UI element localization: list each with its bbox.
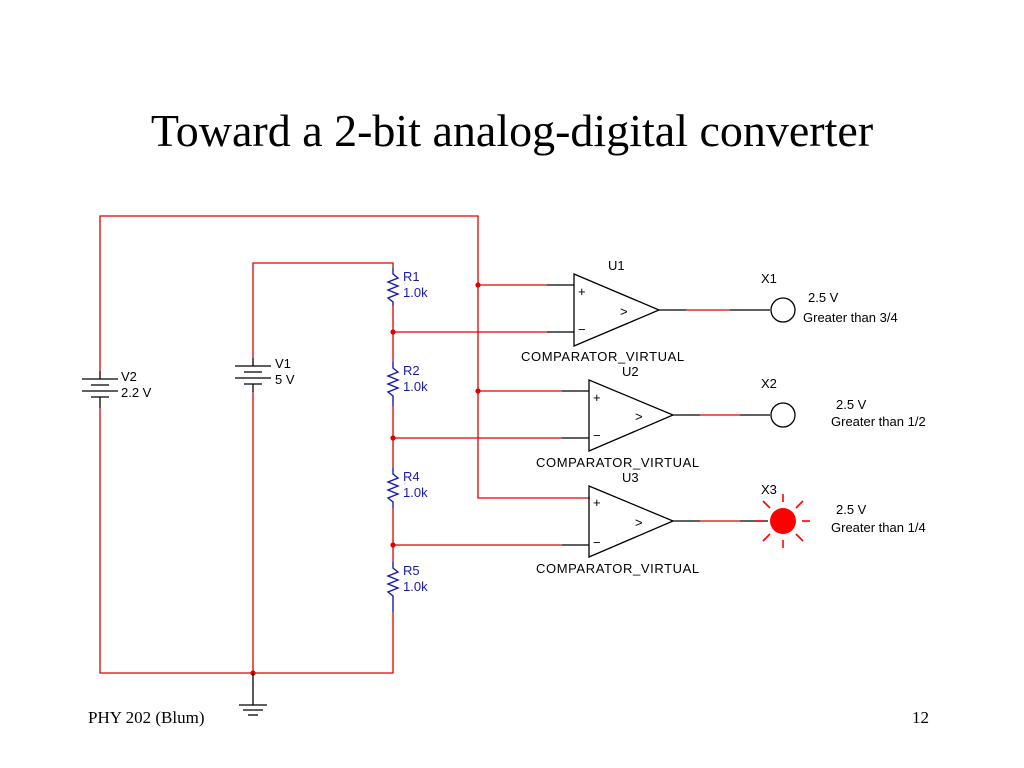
indicator-x2: X2 2.5 V Greater than 1/2 <box>761 376 926 429</box>
wire-v2-top <box>99 215 590 499</box>
u1-ref: U1 <box>608 258 625 273</box>
x2-voltage: 2.5 V <box>836 397 867 412</box>
resistor-r2: R2 1.0k <box>386 362 428 406</box>
u3-plus-sign: + <box>593 495 601 510</box>
u3-minus-sign: − <box>593 535 601 550</box>
wiring <box>99 215 740 676</box>
junction-dot <box>475 388 481 394</box>
u2-ref: U2 <box>622 364 639 379</box>
wire-v2-bottom <box>99 408 394 674</box>
wire-v1-top <box>252 262 394 358</box>
x3-label: Greater than 1/4 <box>831 520 926 535</box>
page-number: 12 <box>912 708 929 727</box>
battery-v2: V2 2.2 V <box>82 369 152 408</box>
u1-minus-sign: − <box>578 322 586 337</box>
junction-dot <box>390 542 396 548</box>
u2-plus-sign: + <box>593 390 601 405</box>
v1-value: 5 V <box>275 372 295 387</box>
lamp-off-icon <box>770 297 796 323</box>
x1-ref: X1 <box>761 271 777 286</box>
lamp-on-icon <box>756 494 810 548</box>
r5-value: 1.0k <box>403 579 428 594</box>
resistor-r4: R4 1.0k <box>386 468 428 508</box>
u1-symbol: > <box>620 304 628 319</box>
r4-value: 1.0k <box>403 485 428 500</box>
u1-plus-sign: + <box>578 284 586 299</box>
junction-dot <box>475 282 481 288</box>
u3-part: COMPARATOR_VIRTUAL <box>536 561 700 576</box>
resistor-r5: R5 1.0k <box>386 562 428 612</box>
u2-minus-sign: − <box>593 428 601 443</box>
x1-voltage: 2.5 V <box>808 290 839 305</box>
indicator-x1: X1 2.5 V Greater than 3/4 <box>761 271 898 325</box>
x3-voltage: 2.5 V <box>836 502 867 517</box>
x1-label: Greater than 3/4 <box>803 310 898 325</box>
r2-value: 1.0k <box>403 379 428 394</box>
x2-ref: X2 <box>761 376 777 391</box>
comparator-u3: + − > U3 COMPARATOR_VIRTUAL <box>536 470 768 576</box>
r1-ref: R1 <box>403 269 420 284</box>
u3-ref: U3 <box>622 470 639 485</box>
slide-title: Toward a 2-bit analog-digital converter <box>150 105 874 156</box>
junction-dot <box>390 435 396 441</box>
indicator-x3: X3 2.5 V Greater than 1/4 <box>756 482 926 548</box>
v2-value: 2.2 V <box>121 385 152 400</box>
r2-ref: R2 <box>403 363 420 378</box>
resistor-r1: R1 1.0k <box>386 268 428 306</box>
v1-ref: V1 <box>275 356 291 371</box>
r5-ref: R5 <box>403 563 420 578</box>
lamp-off-icon <box>770 402 796 428</box>
u3-symbol: > <box>635 515 643 530</box>
ground-symbol <box>239 673 267 716</box>
u1-part: COMPARATOR_VIRTUAL <box>521 349 685 364</box>
x2-label: Greater than 1/2 <box>831 414 926 429</box>
u2-part: COMPARATOR_VIRTUAL <box>536 455 700 470</box>
junction-dot <box>390 329 396 335</box>
x3-ref: X3 <box>761 482 777 497</box>
r1-value: 1.0k <box>403 285 428 300</box>
comparator-u1: + − > U1 COMPARATOR_VIRTUAL <box>521 258 770 364</box>
r4-ref: R4 <box>403 469 420 484</box>
u2-symbol: > <box>635 409 643 424</box>
v2-ref: V2 <box>121 369 137 384</box>
battery-v1: V1 5 V <box>235 356 295 392</box>
footer-course: PHY 202 (Blum) <box>88 708 205 727</box>
comparator-u2: + − > U2 COMPARATOR_VIRTUAL <box>536 364 770 470</box>
